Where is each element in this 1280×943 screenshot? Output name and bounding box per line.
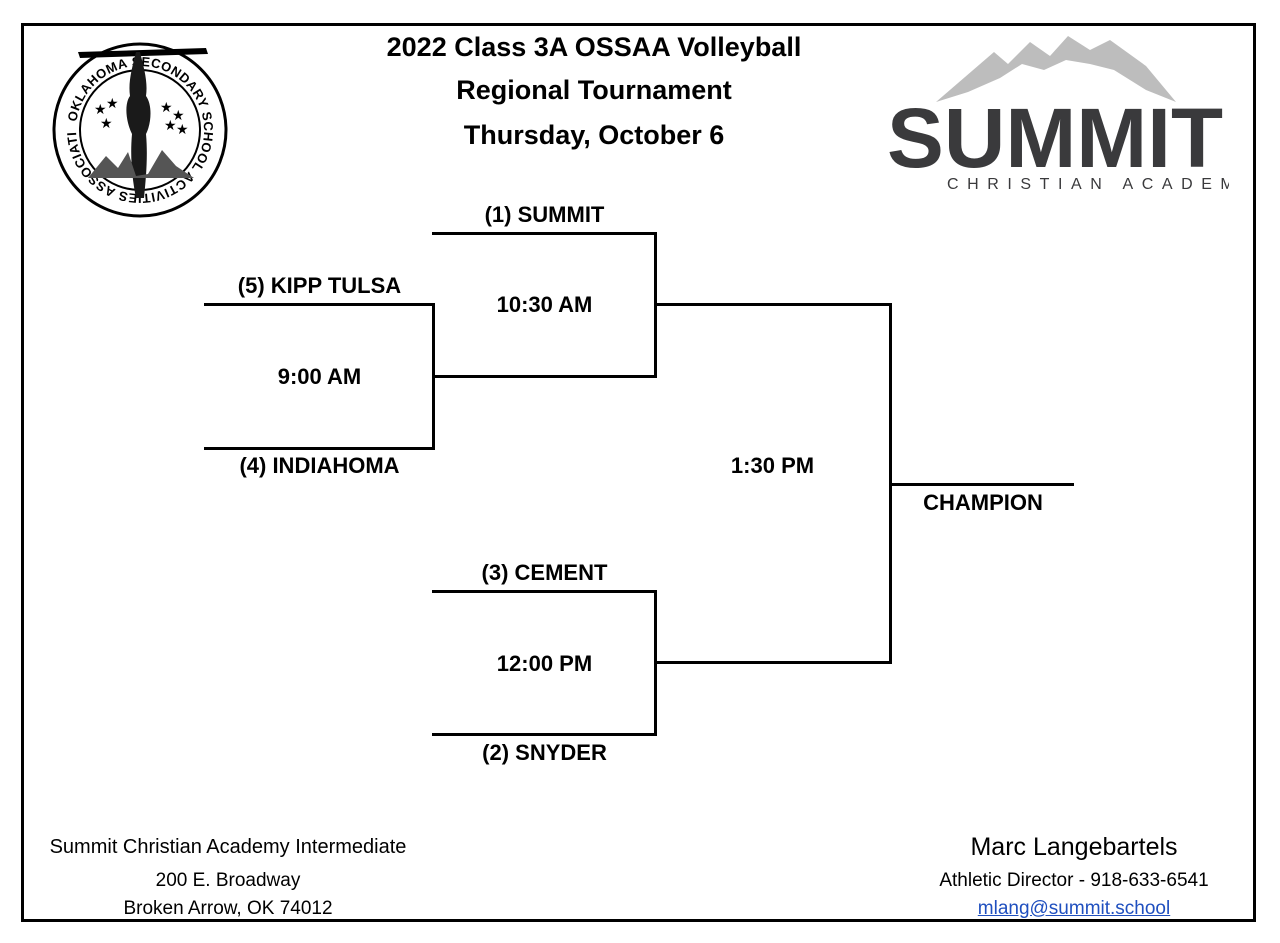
bracket-line-indiahoma: [204, 447, 435, 450]
svg-text:★: ★: [176, 122, 189, 138]
team-snyder: (2) SNYDER: [482, 740, 607, 765]
ossaa-seal-logo: OKLAHOMA SECONDARY SCHOOL ACTIVITIES ASS…: [48, 38, 228, 218]
bracket-line-kipp: [204, 303, 435, 306]
game2-time: 10:30 AM: [496, 292, 593, 317]
svg-text:★: ★: [164, 118, 177, 134]
bracket-line-game2-winner: [654, 303, 892, 306]
game1-time: 9:00 AM: [277, 364, 362, 389]
tournament-subtitle: Regional Tournament: [456, 75, 732, 105]
summit-wordmark: SUMMIT: [887, 91, 1223, 185]
champion-label: CHAMPION: [923, 490, 1043, 515]
summit-logo: SUMMIT CHRISTIAN ACADEMY: [887, 36, 1229, 193]
bracket-line-champion: [889, 483, 1074, 486]
contact-title-phone: Athletic Director - 918-633-6541: [939, 870, 1209, 891]
team-summit: (1) SUMMIT: [484, 202, 605, 227]
team-kipp-tulsa: (5) KIPP TULSA: [237, 273, 402, 298]
school-street: 200 E. Broadway: [155, 870, 301, 891]
contact-name: Marc Langebartels: [970, 833, 1178, 861]
svg-text:★: ★: [160, 100, 173, 116]
contact-email-wrap: mlang@summit.school: [918, 897, 1230, 921]
bracket-line-game3-winner: [654, 661, 892, 664]
bracket-line-game1-winner: [432, 375, 657, 378]
svg-text:★: ★: [100, 116, 113, 132]
team-indiahoma: (4) INDIAHOMA: [239, 453, 400, 478]
school-name: Summit Christian Academy Intermediate: [49, 836, 407, 858]
contact-email-link[interactable]: mlang@summit.school: [977, 898, 1171, 919]
page-border: [21, 23, 1256, 922]
bracket-line-snyder: [432, 733, 657, 736]
school-city: Broken Arrow, OK 74012: [123, 898, 333, 919]
svg-text:★: ★: [94, 102, 107, 118]
bracket-line-summit: [432, 232, 657, 235]
svg-text:★: ★: [106, 96, 119, 112]
tournament-date: Thursday, October 6: [463, 120, 725, 150]
bracket-line-cement: [432, 590, 657, 593]
svg-text:★: ★: [172, 108, 185, 124]
game3-time: 12:00 PM: [496, 651, 593, 676]
tournament-title: 2022 Class 3A OSSAA Volleyball: [386, 32, 802, 62]
final-time: 1:30 PM: [730, 453, 815, 478]
team-cement: (3) CEMENT: [481, 560, 608, 585]
